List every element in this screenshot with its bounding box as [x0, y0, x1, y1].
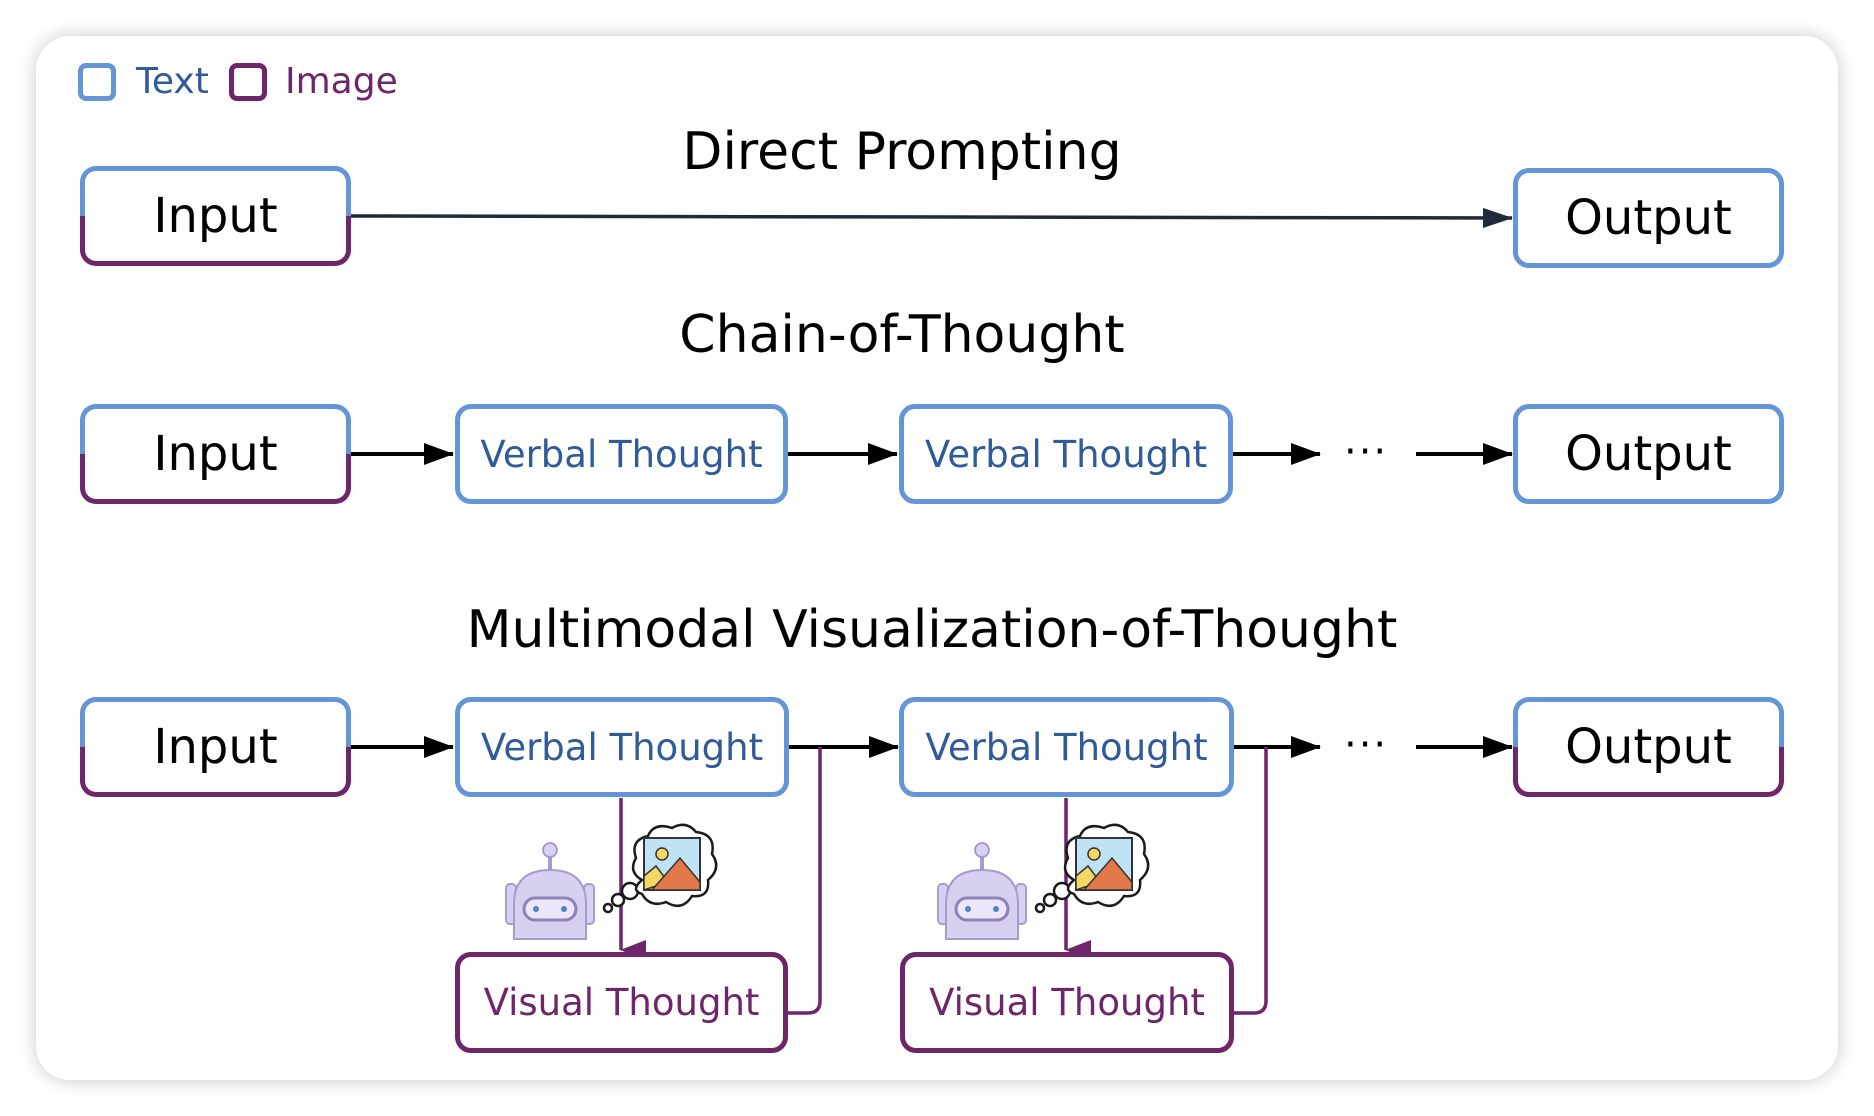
r2-input-box: Input — [80, 404, 351, 504]
thought-bubble-image-icon — [1034, 823, 1150, 914]
r2-verbal-thought-2-label: Verbal Thought — [924, 432, 1208, 476]
r2-verbal-thought-1: Verbal Thought — [455, 404, 788, 504]
r3-ellipsis: ··· — [1344, 722, 1389, 768]
r1-input-box: Input — [80, 166, 351, 266]
r2-input-label: Input — [153, 426, 278, 482]
legend-text-label: Text — [136, 61, 209, 102]
thought-bubble-image-icon — [602, 823, 718, 914]
legend-image-label: Image — [285, 61, 398, 102]
r3-visual-thought-1: Visual Thought — [455, 952, 788, 1053]
r3-verbal-thought-2-label: Verbal Thought — [925, 725, 1208, 769]
r3-input-label: Input — [153, 719, 278, 775]
r3-visual-thought-1-label: Visual Thought — [483, 981, 760, 1024]
r1-input-label: Input — [153, 188, 278, 244]
section-title-mvot: Multimodal Visualization-of-Thought — [466, 600, 1398, 660]
r3-output-box: Output — [1513, 697, 1784, 797]
legend-text-swatch — [78, 63, 116, 101]
r1-output-label: Output — [1565, 190, 1732, 246]
r3-verbal-thought-2: Verbal Thought — [899, 697, 1234, 797]
legend-image-swatch — [229, 63, 267, 101]
r3-visual-thought-2: Visual Thought — [900, 952, 1234, 1053]
r3-verbal-thought-1: Verbal Thought — [455, 697, 789, 797]
r3-input-box: Input — [80, 697, 351, 797]
r3-verbal-thought-1-label: Verbal Thought — [480, 725, 764, 769]
r2-verbal-thought-1-label: Verbal Thought — [480, 432, 763, 476]
return-visual1-to-flow — [788, 747, 822, 1015]
r2-ellipsis: ··· — [1344, 429, 1389, 475]
section-title-chain-of-thought: Chain-of-Thought — [679, 305, 1125, 365]
robot-icon — [937, 842, 1027, 940]
r2-output-label: Output — [1565, 426, 1732, 482]
return-visual2-to-flow — [1234, 747, 1268, 1015]
r3-output-label: Output — [1565, 719, 1732, 775]
robot-icon — [505, 842, 595, 940]
r3-visual-thought-2-label: Visual Thought — [929, 981, 1205, 1024]
arrow-input-to-output — [350, 207, 1513, 228]
section-title-direct-prompting: Direct Prompting — [682, 122, 1122, 182]
r2-output-box: Output — [1513, 404, 1784, 504]
r1-output-box: Output — [1513, 168, 1784, 268]
r2-verbal-thought-2: Verbal Thought — [899, 404, 1233, 504]
